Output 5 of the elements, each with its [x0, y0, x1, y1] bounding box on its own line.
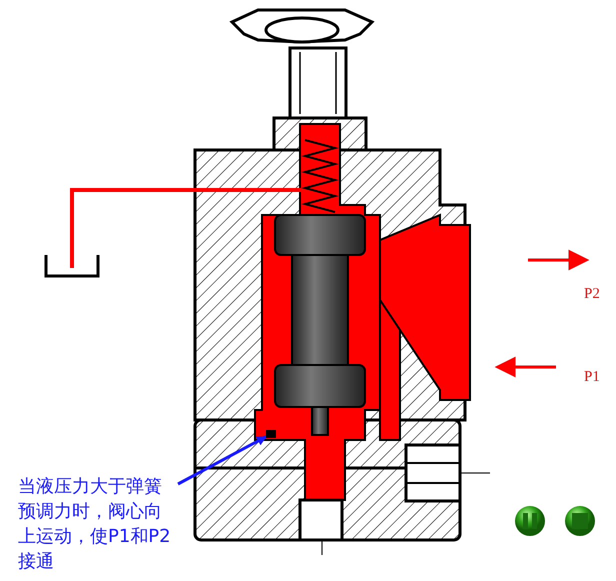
- valve-seat: [266, 430, 276, 438]
- port-label: P2: [584, 285, 600, 304]
- leader-arrow: [177, 435, 267, 486]
- callout-text: 当液压力大于弹簧预调力时，阀心向上运动，使P1和P2接通: [18, 474, 178, 580]
- port-label: P1: [584, 368, 600, 387]
